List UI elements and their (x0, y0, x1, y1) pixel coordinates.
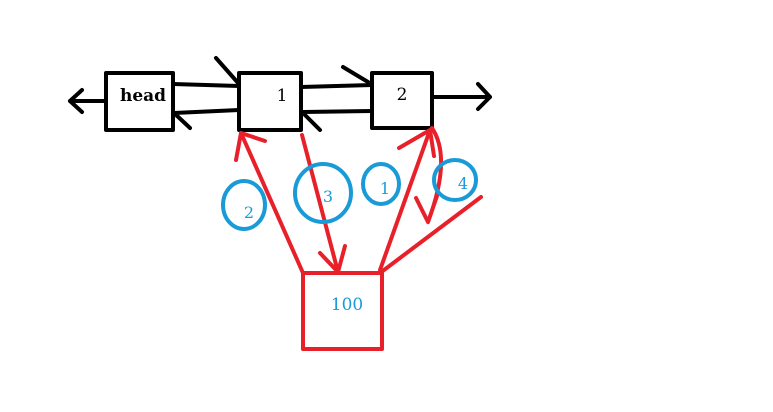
node-2-box (370, 71, 434, 130)
node2-next-arrow (430, 82, 492, 111)
new-node-links (234, 126, 483, 351)
node2-to-node1-prev (301, 109, 374, 132)
new-to-node2-next-link (378, 128, 436, 272)
node-1-box (237, 71, 303, 132)
step-1-label: 1 (380, 179, 390, 198)
node1-to-head-prev (172, 108, 241, 130)
step-3-label: 3 (323, 187, 333, 206)
step-markers (221, 158, 478, 231)
step-2-circle (221, 179, 267, 231)
node1-to-node2-next (299, 65, 374, 89)
step-4-label: 4 (458, 174, 468, 193)
head-node-label: head (120, 86, 166, 106)
node-1-label: 1 (277, 86, 288, 106)
node1-to-new-next-link (300, 133, 347, 274)
new-node-label: 100 (331, 295, 363, 315)
new-to-node1-prev-link (234, 131, 305, 275)
existing-list (68, 56, 492, 132)
head-to-node1-next (171, 56, 241, 88)
step-3-circle (293, 162, 353, 224)
step-4-circle (432, 158, 478, 202)
new-node-box (301, 271, 384, 351)
node-2-label: 2 (397, 85, 408, 105)
head-prev-arrow (68, 88, 108, 114)
step-2-label: 2 (244, 203, 254, 222)
node2-to-new-prev-link (378, 126, 483, 275)
step-1-circle (361, 162, 401, 206)
